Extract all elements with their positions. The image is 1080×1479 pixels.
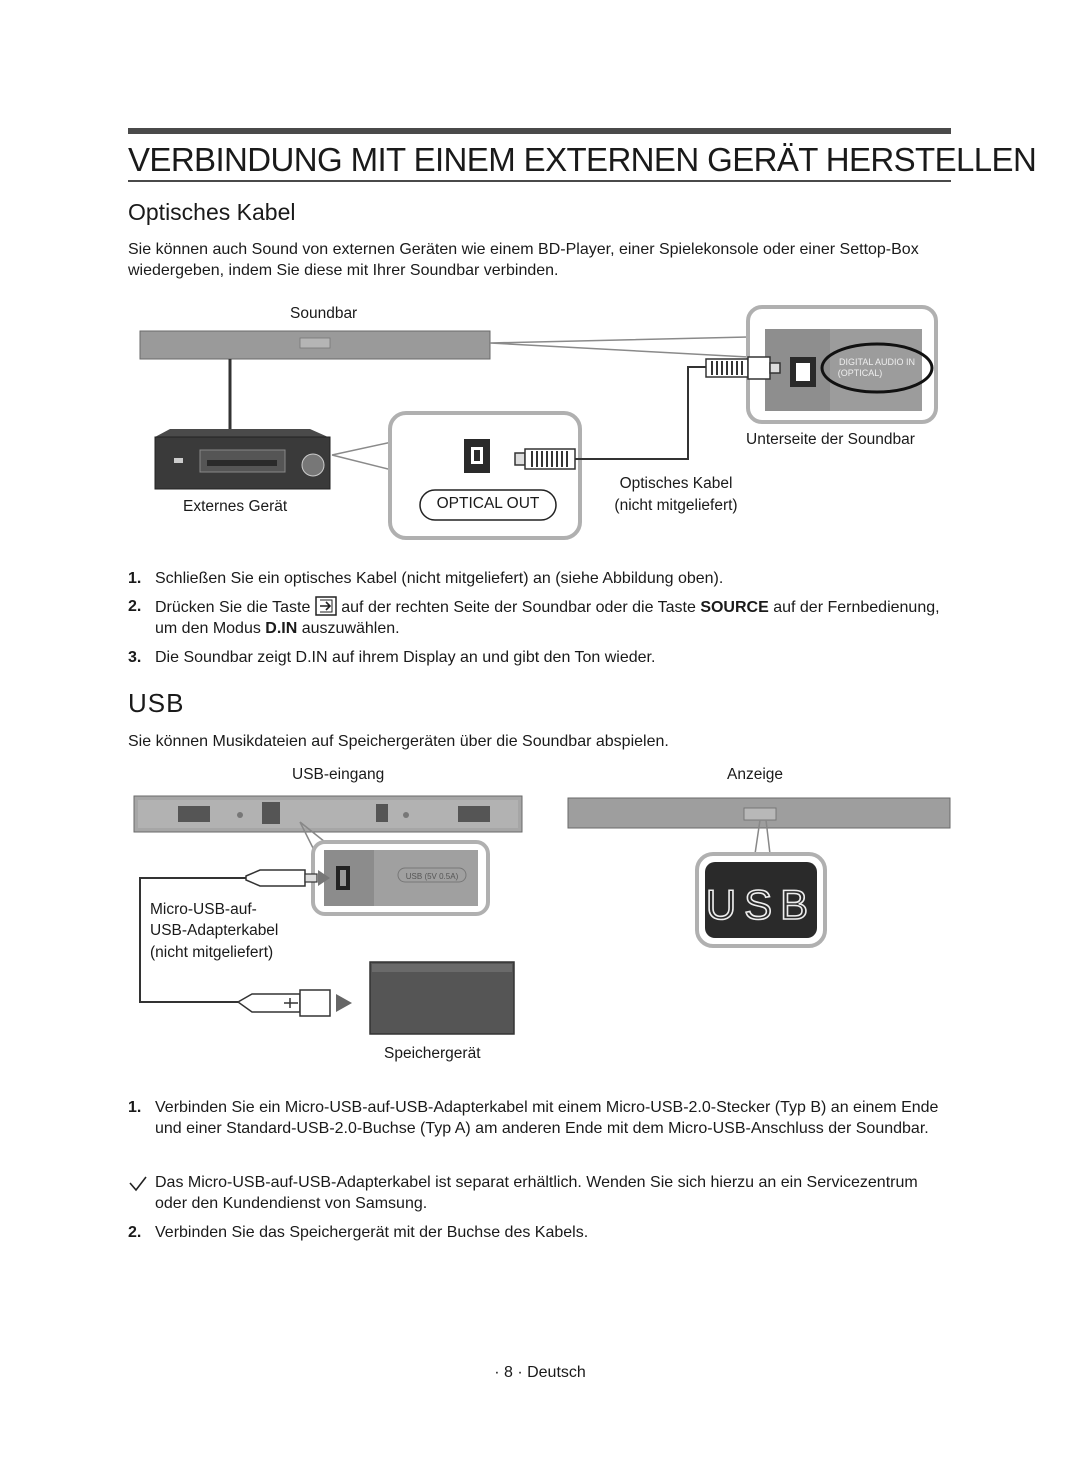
external-device-label: Externes Gerät: [183, 498, 288, 515]
page-footer: · 8 · Deutsch: [494, 1364, 586, 1381]
optical-diagram: DIGITAL AUDIO IN (OPTICAL): [139, 305, 938, 540]
usb-intro: Sie können Musikdateien auf Speichergerä…: [128, 733, 669, 750]
usb-heading: USB: [128, 688, 185, 718]
page-title: VERBINDUNG MIT EINEM EXTERNEN GERÄT HERS…: [128, 141, 1037, 178]
optical-plug-left: [514, 448, 576, 470]
optical-out-label: OPTICAL OUT: [436, 495, 540, 512]
usb-display-screen: [705, 862, 817, 938]
usb-display-text: USB: [706, 881, 816, 928]
external-device-shape: [154, 429, 331, 490]
usb-port-label: USB (5V 0.5A): [406, 872, 459, 881]
optical-heading: Optisches Kabel: [128, 199, 296, 225]
title-bottom-rule: [128, 180, 951, 182]
usb-cable-label-1: Micro-USB-auf-: [150, 901, 257, 918]
title-top-rule: [128, 128, 951, 134]
checkmark-icon: [129, 1176, 147, 1192]
usb-cable-label-3: (nicht mitgeliefert): [150, 944, 274, 961]
digital-audio-in-highlight: [820, 342, 934, 394]
source-button-icon: [315, 596, 337, 616]
usb-cable-label-2: USB-Adapterkabel: [150, 922, 279, 939]
optical-cable-note: (nicht mitgeliefert): [614, 497, 738, 514]
storage-label: Speichergerät: [384, 1045, 481, 1062]
optical-intro: Sie können auch Sound von externen Gerät…: [128, 241, 919, 279]
usb-step-1: 1. Verbinden Sie ein Micro-USB-auf-USB-A…: [128, 1099, 939, 1137]
optical-plug-right: [705, 356, 781, 380]
optical-step-2: 2. Drücken Sie die Taste auf der rechten…: [128, 596, 940, 637]
usb-diagram: USB (5V 0.5A) USB: [133, 795, 951, 1035]
digital-audio-in-sublabel: (OPTICAL): [838, 368, 883, 378]
optical-cable-label: Optisches Kabel: [619, 475, 733, 492]
underside-label: Unterseite der Soundbar: [746, 431, 915, 448]
digital-audio-in-label: DIGITAL AUDIO IN: [839, 357, 915, 367]
usb-a-plug: [236, 989, 352, 1017]
micro-usb-plug: [245, 869, 330, 887]
soundbar-label: Soundbar: [290, 305, 358, 322]
usb-note: Das Micro-USB-auf-USB-Adapterkabel ist s…: [128, 1172, 943, 1216]
display-label: Anzeige: [727, 766, 784, 783]
storage-device-shape: [369, 961, 515, 1035]
usb-input-label: USB-eingang: [292, 766, 385, 783]
